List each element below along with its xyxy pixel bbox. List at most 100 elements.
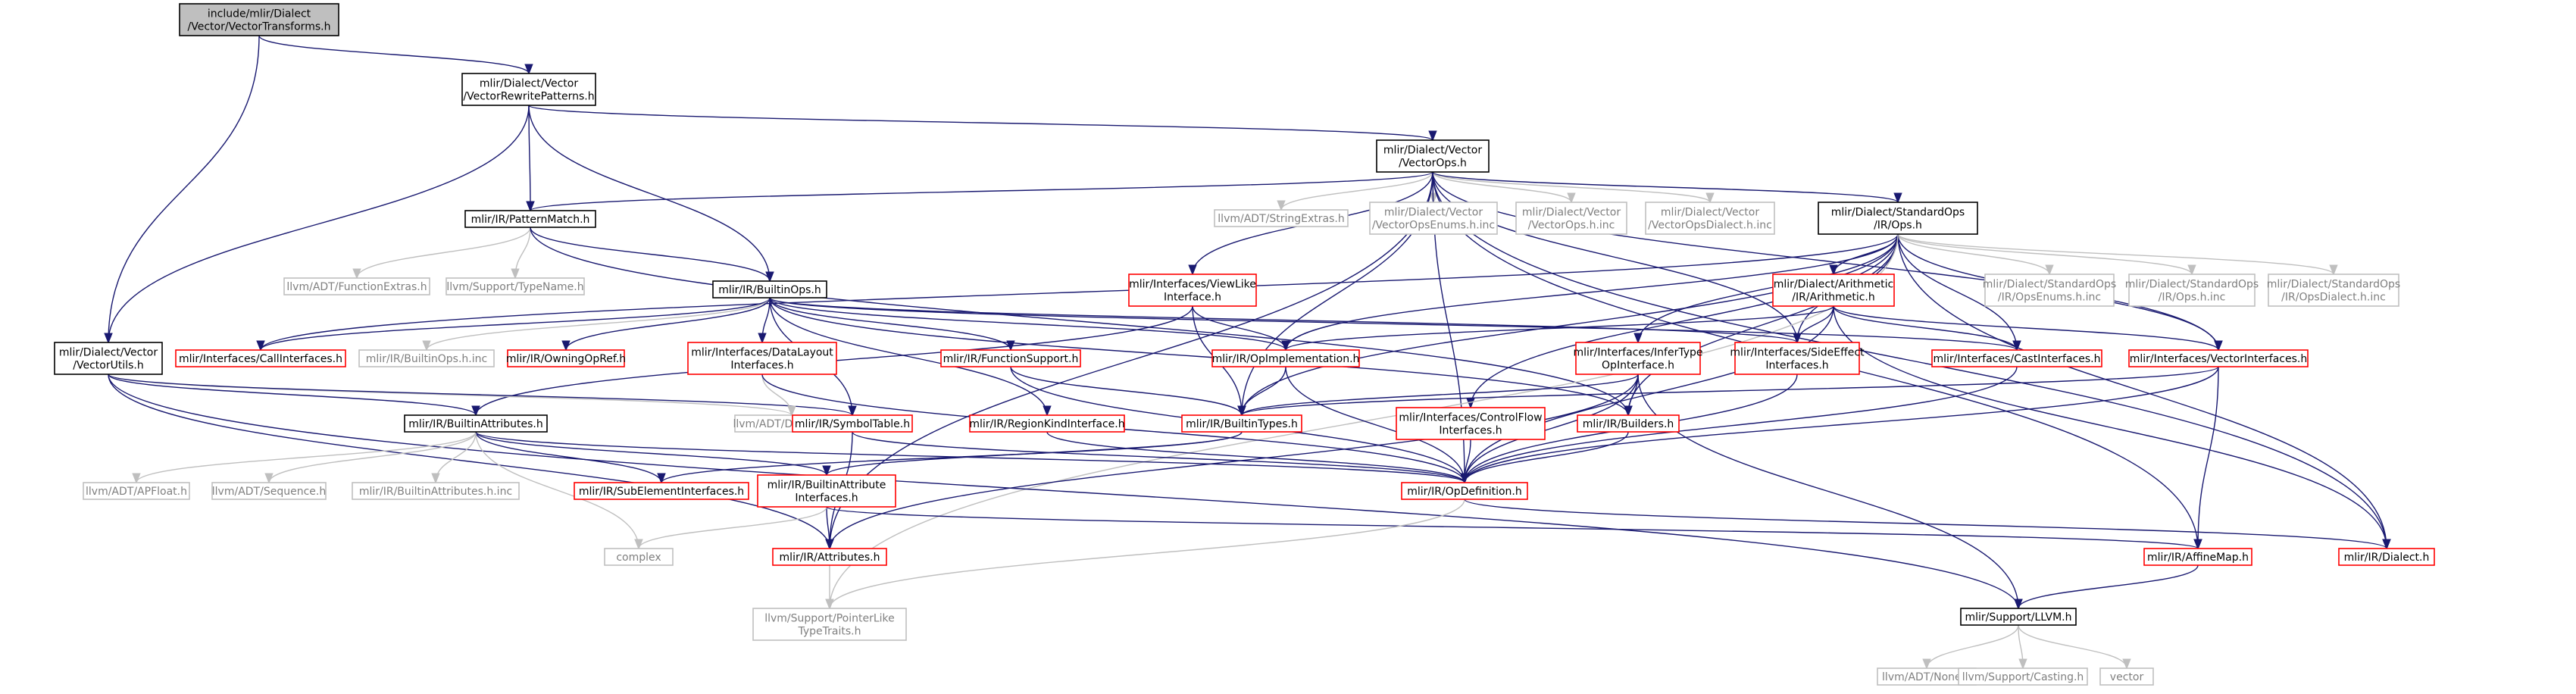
edge-affinemap-to-llvmh — [2018, 564, 2199, 609]
edge-symboltable-to-opdef — [852, 431, 1465, 483]
node-box — [1818, 202, 1978, 235]
node-label: mlir/Interfaces/InferType — [1573, 347, 1702, 359]
node-builtinattrs[interactable]: mlir/IR/BuiltinAttributes.h — [404, 414, 548, 433]
node-box — [1515, 202, 1627, 235]
node-box — [507, 349, 625, 367]
node-builtintypes[interactable]: mlir/IR/BuiltinTypes.h — [1181, 414, 1302, 433]
node-opimpl[interactable]: mlir/IR/OpImplementation.h — [1211, 349, 1360, 367]
node-dialect[interactable]: mlir/IR/Dialect.h — [2338, 548, 2435, 566]
node-label: Interfaces.h — [795, 492, 858, 505]
edge-vectorif-to-builtintypes — [1242, 366, 2219, 416]
edge-stdops-to-castif — [1897, 233, 2017, 350]
node-box — [461, 73, 596, 106]
edge-vectorops-to-vopshinc — [1432, 171, 1571, 203]
node-label: mlir/IR/BuiltinTypes.h — [1186, 418, 1298, 430]
node-label: mlir/IR/SymbolTable.h — [795, 418, 910, 430]
node-box — [2128, 349, 2309, 367]
node-affinemap[interactable]: mlir/IR/AffineMap.h — [2143, 548, 2252, 566]
node-label: mlir/Interfaces/ViewLike — [1129, 279, 1256, 291]
node-funcextras: llvm/ADT/FunctionExtras.h — [283, 277, 430, 295]
node-label: mlir/Dialect/Vector — [1661, 207, 1759, 219]
node-label: /VectorUtils.h — [73, 360, 143, 372]
node-label: mlir/Dialect/Vector — [1522, 207, 1621, 219]
node-complex: complex — [604, 548, 674, 566]
node-box — [687, 342, 837, 375]
node-label: /VectorOpsDialect.h.inc — [1648, 220, 1772, 232]
node-box — [404, 414, 548, 433]
node-label: mlir/Dialect/Arithmetic — [1774, 279, 1893, 291]
edge-infertype-to-builtintypes — [1242, 374, 1639, 416]
node-label: /Vector/VectorTransforms.h — [188, 21, 331, 33]
node-patternmatch[interactable]: mlir/IR/PatternMatch.h — [464, 210, 596, 228]
edge-funcsupport-to-builtintypes — [1010, 366, 1242, 416]
edge-stdops-to-callif — [261, 233, 1899, 350]
node-label: mlir/IR/BuiltinAttributes.h — [408, 418, 542, 430]
node-box — [940, 349, 1081, 367]
edge-rewrite-to-builtinops — [528, 105, 770, 281]
node-attributes[interactable]: mlir/IR/Attributes.h — [772, 548, 887, 566]
node-label: llvm/ADT/FunctionExtras.h — [286, 281, 427, 293]
edge-stdops-to-stdenums — [1897, 233, 2049, 275]
node-box — [1128, 274, 1257, 307]
edge-builtinattrs-to-sequence — [269, 431, 477, 483]
edge-patternmatch-to-typename — [515, 227, 531, 278]
node-label: mlir/IR/Dialect.h — [2344, 552, 2430, 564]
node-vopsdialect: mlir/Dialect/Vector/VectorOpsDialect.h.i… — [1645, 202, 1775, 235]
node-vectorutils[interactable]: mlir/Dialect/Vector/VectorUtils.h — [54, 342, 163, 375]
edge-stdops-to-stdopshinc — [1897, 233, 2192, 275]
node-llvmh[interactable]: mlir/Support/LLVM.h — [1960, 608, 2077, 626]
node-subelem[interactable]: mlir/IR/SubElementInterfaces.h — [574, 482, 749, 500]
node-box — [772, 548, 887, 566]
edge-vectorutils-to-densemap — [108, 374, 792, 416]
node-vopshinc: mlir/Dialect/Vector/VectorOps.h.inc — [1515, 202, 1627, 235]
node-label: TypeTraits.h — [798, 626, 861, 638]
edge-rewrite-to-patternmatch — [529, 105, 530, 211]
node-funcsupport[interactable]: mlir/IR/FunctionSupport.h — [940, 349, 1081, 367]
edge-builtinops-to-regionkind — [769, 297, 1047, 415]
node-label: mlir/IR/Attributes.h — [780, 552, 880, 564]
node-castif[interactable]: mlir/Interfaces/CastInterfaces.h — [1931, 349, 2102, 367]
node-box — [757, 474, 896, 508]
edge-vectorif-to-opdef — [1465, 366, 2219, 483]
node-arith[interactable]: mlir/Dialect/Arithmetic/IR/Arithmetic.h — [1772, 274, 1895, 307]
edge-arith-to-dialect — [1833, 305, 2387, 549]
node-label: mlir/Interfaces/ControlFlow — [1399, 412, 1542, 424]
edge-battrif-to-affinemap — [826, 506, 2198, 549]
node-regionkind[interactable]: mlir/IR/RegionKindInterface.h — [969, 414, 1125, 433]
node-rewrite[interactable]: mlir/Dialect/Vector/VectorRewritePattern… — [461, 73, 596, 106]
node-builtinops[interactable]: mlir/IR/BuiltinOps.h — [712, 280, 827, 299]
edge-vectorops-to-sideeffect — [1432, 171, 1797, 342]
node-label: mlir/IR/OpDefinition.h — [1407, 486, 1521, 498]
node-vectorops[interactable]: mlir/Dialect/Vector/VectorOps.h — [1376, 139, 1490, 173]
edge-vectorops-to-patternmatch — [530, 171, 1433, 211]
edge-patternmatch-to-builtinops — [530, 227, 770, 282]
node-symboltable[interactable]: mlir/IR/SymbolTable.h — [792, 414, 913, 433]
edge-arith-to-opimpl — [1286, 305, 1834, 351]
node-owningop[interactable]: mlir/IR/OwningOpRef.h — [506, 349, 626, 367]
edge-stdops-to-builtintypes — [1242, 233, 1899, 415]
node-root[interactable]: include/mlir/Dialect/Vector/VectorTransf… — [179, 3, 339, 36]
node-box — [1575, 342, 1701, 375]
node-opdef[interactable]: mlir/IR/OpDefinition.h — [1401, 482, 1528, 500]
node-box — [445, 277, 585, 295]
node-box — [2099, 667, 2154, 686]
edge-builtinops-to-castif — [769, 297, 2017, 351]
node-label: /IR/OpsDialect.h.inc — [2281, 292, 2386, 304]
edge-vectorutils-to-attributes — [108, 374, 830, 549]
node-box — [969, 414, 1125, 433]
edge-llvmh-to-vector — [2018, 624, 2127, 669]
node-stddialect: mlir/Dialect/StandardOps/IR/OpsDialect.h… — [2267, 274, 2400, 307]
node-callif[interactable]: mlir/Interfaces/CallInterfaces.h — [175, 349, 346, 367]
edge-llvmh-to-none — [1927, 624, 2019, 669]
node-label: mlir/Interfaces/CastInterfaces.h — [1933, 353, 2100, 365]
node-builders[interactable]: mlir/IR/Builders.h — [1577, 414, 1680, 433]
node-box — [54, 342, 163, 375]
node-stdops[interactable]: mlir/Dialect/StandardOps/IR/Ops.h — [1818, 202, 1978, 235]
node-vectorif[interactable]: mlir/Interfaces/VectorInterfaces.h — [2128, 349, 2309, 367]
